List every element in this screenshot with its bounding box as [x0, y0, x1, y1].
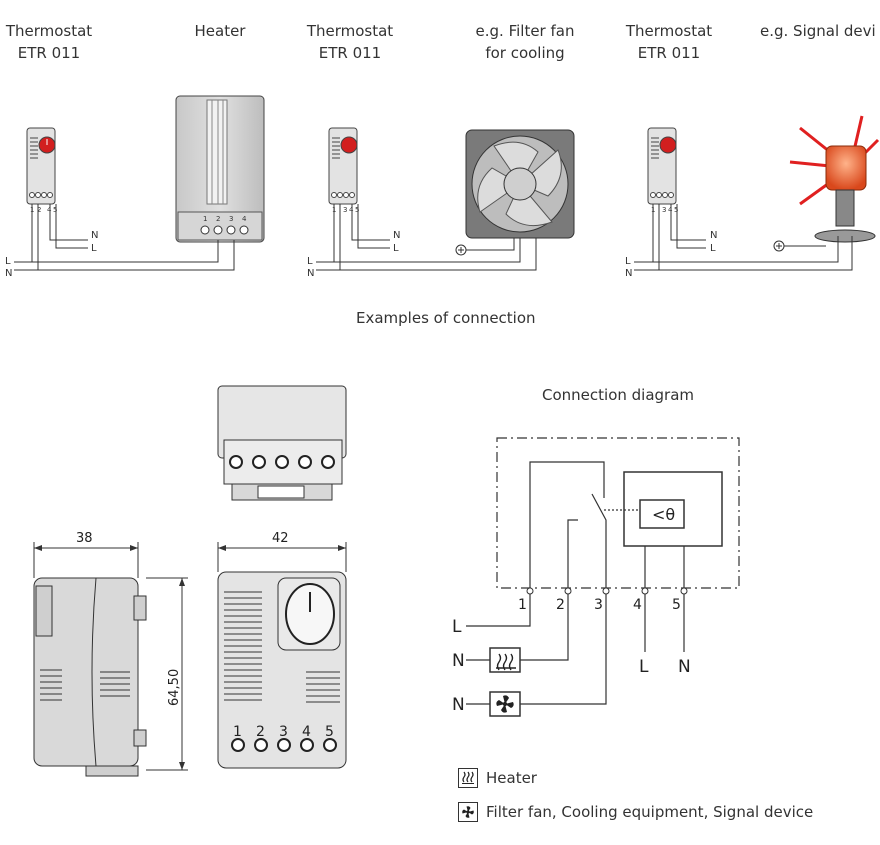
heater-terminal-1: 1: [203, 215, 207, 223]
example3-wires: [634, 204, 853, 271]
ex1-terminal-5: 5: [53, 206, 57, 214]
svg-text:<θ: <θ: [652, 505, 675, 524]
dimension-lines: [33, 542, 347, 771]
ex2-terminal-3: 3: [343, 206, 347, 214]
top-view-drawing: [217, 385, 347, 501]
ex2-terminal-1: 1: [332, 206, 336, 214]
terminal-nodes: [526, 587, 688, 595]
front-view-drawing: [217, 571, 347, 769]
diagram-output-l: L: [639, 657, 649, 677]
example3-thermostat-line1: Thermostat: [625, 22, 713, 40]
example3-device-line1: e.g. Signal devi: [760, 22, 876, 40]
example1-device-line1: Heater: [194, 22, 246, 40]
example2-device-line2: for cooling: [485, 44, 565, 62]
front-terminal-4: 4: [302, 724, 311, 740]
diagram-terminal-5: 5: [672, 597, 681, 613]
front-terminal-1: 1: [233, 724, 242, 740]
example2-thermostat: [328, 127, 358, 205]
diagram-input-n-heater: N: [452, 651, 465, 671]
example2-thermostat-line1: Thermostat: [306, 22, 394, 40]
example1-device-title: Heater: [180, 20, 260, 42]
ex3-terminal-3: 3: [662, 206, 666, 214]
example1-thermostat-line1: Thermostat: [5, 22, 93, 40]
diagram-terminal-1: 1: [518, 597, 527, 613]
example2-thermostat-title: Thermostat ETR 011: [305, 20, 395, 64]
heater-icon: [496, 653, 516, 671]
example1-thermostat-line2: ETR 011: [17, 44, 81, 62]
example1-thermostat-title: Thermostat ETR 011: [4, 20, 94, 64]
example3-ground-icon: [773, 240, 785, 252]
diagram-input-l: L: [452, 617, 462, 637]
ex3-supply-l: L: [625, 256, 631, 267]
example3-signal-device: [789, 115, 880, 243]
ex1-supply-l: L: [5, 256, 11, 267]
fan-icon: [458, 802, 478, 822]
ex1-side-l: L: [91, 243, 97, 254]
example3-device-title: e.g. Signal devi: [760, 20, 880, 42]
example3-thermostat-title: Thermostat ETR 011: [624, 20, 714, 64]
examples-caption: Examples of connection: [356, 309, 536, 327]
example3-thermostat: [647, 127, 677, 205]
front-terminal-5: 5: [325, 724, 334, 740]
ex3-terminal-4: 4: [668, 206, 673, 214]
ex1-terminal-2: 2: [37, 206, 41, 214]
ex2-side-n: N: [393, 230, 400, 241]
heater-terminal-4: 4: [242, 215, 247, 223]
ex3-side-l: L: [710, 243, 716, 254]
diagram-terminal-4: 4: [633, 597, 642, 613]
ex3-terminal-5: 5: [674, 206, 678, 214]
diagram-terminal-2: 2: [556, 597, 565, 613]
connection-diagram-title: Connection diagram: [542, 386, 695, 404]
legend-heater-label: Heater: [486, 769, 537, 787]
ex1-terminal-1: 1: [30, 206, 34, 214]
example2-wires: [316, 204, 537, 271]
heater-icon: [458, 768, 478, 788]
legend-heater: Heater: [458, 767, 537, 789]
diagram-terminal-3: 3: [594, 597, 603, 613]
diagram-input-n-fan: N: [452, 695, 465, 715]
connection-schematic: [466, 437, 740, 717]
example2-filter-fan: [465, 129, 575, 239]
ex2-supply-l: L: [307, 256, 313, 267]
diagram-output-n: N: [678, 657, 691, 677]
ex3-supply-n: N: [625, 268, 632, 279]
heater-terminal-2: 2: [216, 215, 220, 223]
example1-wires: [14, 204, 235, 271]
ex2-side-l: L: [393, 243, 399, 254]
example2-ground-icon: [455, 244, 467, 256]
ex3-side-n: N: [710, 230, 717, 241]
ex2-terminal-5: 5: [355, 206, 359, 214]
heater-terminal-3: 3: [229, 215, 233, 223]
dimension-width-front: 42: [272, 531, 289, 546]
ex1-terminal-4: 4: [47, 206, 52, 214]
ex2-supply-n: N: [307, 268, 314, 279]
ex1-supply-n: N: [5, 268, 12, 279]
example2-device-title: e.g. Filter fan for cooling: [460, 20, 590, 64]
front-terminal-3: 3: [279, 724, 288, 740]
example3-thermostat-line2: ETR 011: [637, 44, 701, 62]
example2-thermostat-line2: ETR 011: [318, 44, 382, 62]
fan-icon: [496, 695, 514, 713]
ex2-terminal-4: 4: [349, 206, 354, 214]
dimension-width-side: 38: [76, 531, 93, 546]
example2-device-line1: e.g. Filter fan: [475, 22, 575, 40]
side-view-drawing: [33, 577, 147, 777]
example1-heater: [175, 95, 265, 243]
ex1-side-n: N: [91, 230, 98, 241]
front-terminal-2: 2: [256, 724, 265, 740]
thermostat-sensor-icon: <θ: [652, 505, 675, 524]
ex3-terminal-1: 1: [651, 206, 655, 214]
legend-fan: Filter fan, Cooling equipment, Signal de…: [458, 801, 813, 823]
example1-thermostat: [26, 127, 56, 205]
dimension-height: 64,50: [167, 669, 182, 706]
legend-fan-label: Filter fan, Cooling equipment, Signal de…: [486, 803, 814, 821]
